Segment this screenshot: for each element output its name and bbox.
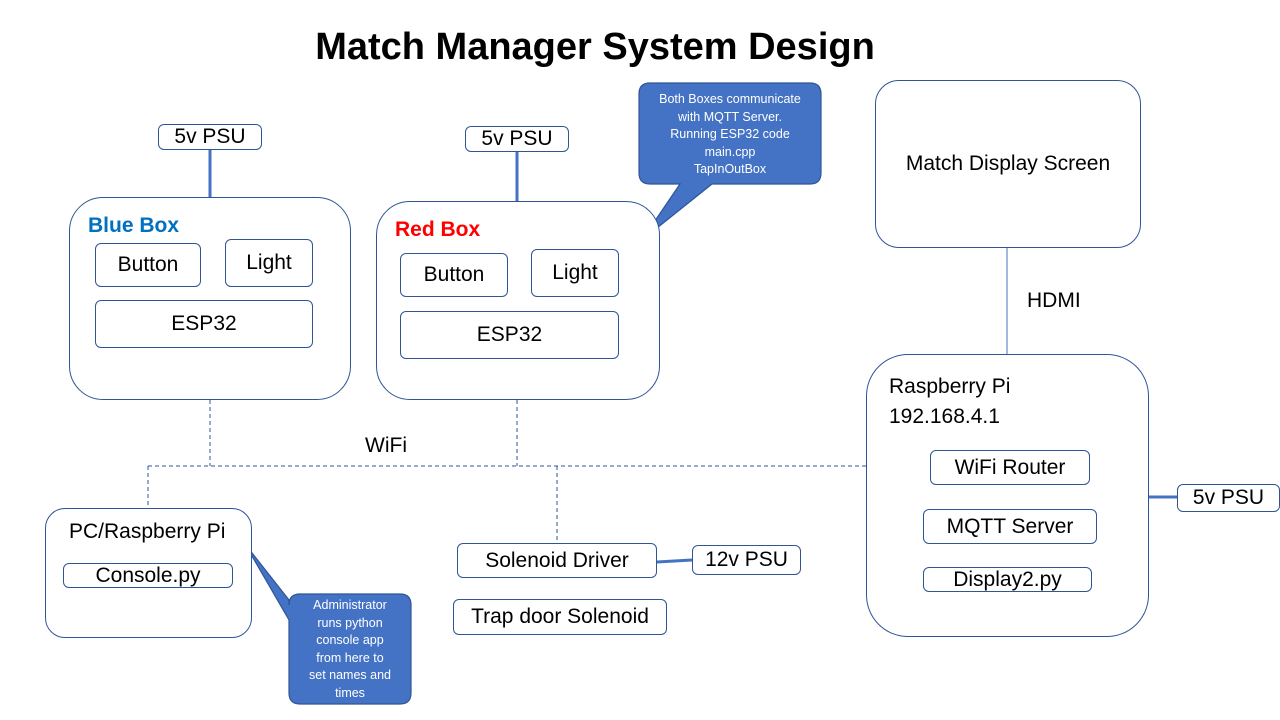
trap-door-solenoid: Trap door Solenoid xyxy=(453,599,667,635)
page-title: Match Manager System Design xyxy=(315,26,875,68)
blue-button: Button xyxy=(95,243,201,287)
console-script: Console.py xyxy=(63,563,233,588)
red-box-title: Red Box xyxy=(395,218,481,241)
pc-title: PC/Raspberry Pi xyxy=(69,520,226,543)
pi-psu: 5v PSU xyxy=(1177,484,1280,512)
red-box xyxy=(376,201,660,400)
solenoid-driver: Solenoid Driver xyxy=(457,543,657,578)
display-script: Display2.py xyxy=(923,567,1092,592)
callout-admin-text: Administrator runs python console app fr… xyxy=(309,598,391,700)
wifi-router: WiFi Router xyxy=(930,450,1090,485)
callout-admin-bubble xyxy=(244,543,412,705)
blue-esp32: ESP32 xyxy=(95,300,313,348)
wifi-network xyxy=(147,400,930,543)
blue-box xyxy=(69,197,351,400)
red-psu: 5v PSU xyxy=(465,126,569,152)
solenoid-psu: 12v PSU xyxy=(692,545,801,575)
red-light: Light xyxy=(531,249,619,297)
red-button: Button xyxy=(400,253,508,297)
wifi-label: WiFi xyxy=(365,434,407,457)
raspberry-pi-ip: 192.168.4.1 xyxy=(889,405,1000,428)
blue-psu: 5v PSU xyxy=(158,124,262,150)
mqtt-server: MQTT Server xyxy=(923,509,1097,544)
callout-boxes-text: Both Boxes communicate with MQTT Server.… xyxy=(659,92,801,176)
solenoid-psu-lead xyxy=(656,558,693,564)
red-esp32: ESP32 xyxy=(400,311,619,359)
blue-light: Light xyxy=(225,239,313,287)
hdmi-label: HDMI xyxy=(1027,289,1081,312)
blue-box-title: Blue Box xyxy=(88,214,180,237)
match-display-screen: Match Display Screen xyxy=(875,80,1141,248)
raspberry-pi-title: Raspberry Pi xyxy=(889,375,1011,398)
